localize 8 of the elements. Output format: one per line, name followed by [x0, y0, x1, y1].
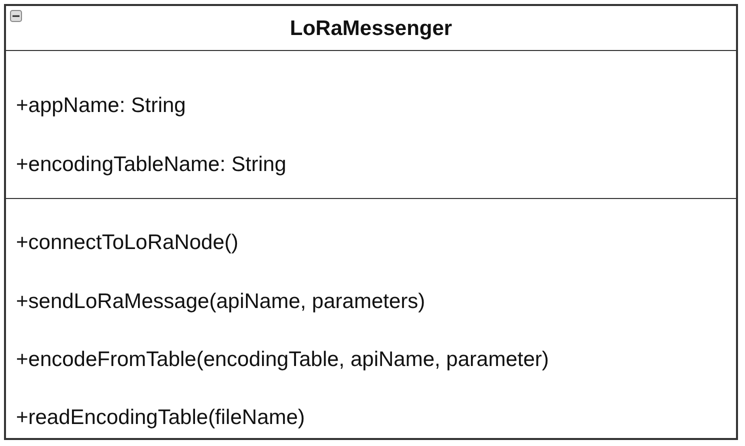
method-text: +encodeFromTable(encodingTable, apiName, parameter) — [16, 348, 549, 372]
class-box — [4, 4, 738, 440]
method-text: +sendLoRaMessage(apiName, parameters) — [16, 290, 426, 314]
attribute-text: +encodingTableName: String — [16, 153, 286, 177]
method-text: +readEncodingTable(fileName) — [16, 406, 305, 430]
class-name: LoRaMessenger — [288, 16, 454, 42]
attribute-text: +appName: String — [16, 94, 186, 118]
method-text: +connectToLoRaNode() — [16, 231, 238, 255]
